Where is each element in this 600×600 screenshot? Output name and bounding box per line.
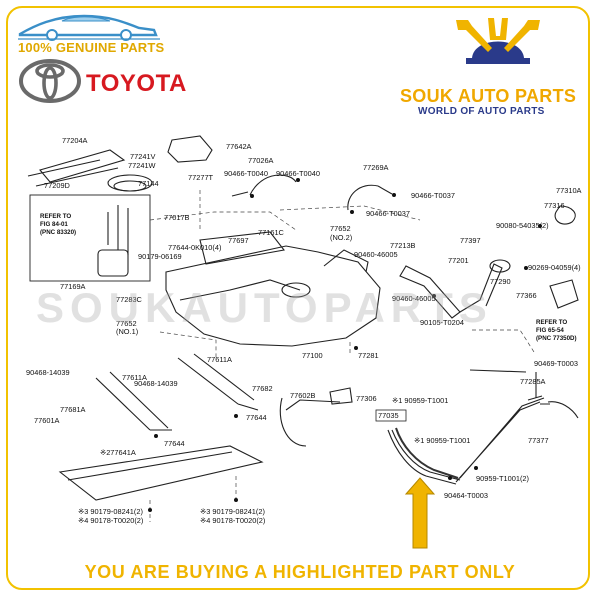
part-label: 77017B <box>164 213 190 222</box>
part-label: 77652 <box>330 224 351 233</box>
part-label: 77681A <box>60 405 86 414</box>
toyota-wordmark: TOYOTA <box>86 70 187 97</box>
part-label: 77397 <box>460 236 481 245</box>
toyota-emblem-icon <box>19 59 81 103</box>
part-label: ※4 90178-T0020(2) <box>200 516 265 525</box>
part-label: 90460-46005 <box>354 250 398 259</box>
part-label: 77201 <box>448 256 469 265</box>
part-label: 77652 <box>116 319 137 328</box>
part-label: 90468-14039 <box>134 379 178 388</box>
part-label: 90468-14039 <box>26 368 70 377</box>
part-label: 90466-T0037 <box>366 209 410 218</box>
part-label: 90466-T0037 <box>411 191 455 200</box>
part-label: 90469-T0003 <box>534 359 578 368</box>
part-label: 77310A <box>556 186 582 195</box>
part-label: 77213B <box>390 241 416 250</box>
part-label: 77601A <box>34 416 60 425</box>
part-label: 77285A <box>520 377 546 386</box>
part-label: 77204A <box>62 136 88 145</box>
part-label: 90080-54035(2) <box>496 221 549 230</box>
watermark-text: SOUKAUTOPARTS <box>36 284 493 331</box>
part-label: 77682 <box>252 384 273 393</box>
fastener-dots <box>148 178 542 512</box>
part-label: 90466-T0040 <box>224 169 268 178</box>
part-label: 77602B <box>290 391 316 400</box>
part-label: 90466-T0040 <box>276 169 320 178</box>
part-label: 77269A <box>363 163 389 172</box>
part-labels: 77204A 77241V 77241W 77209D 77144 77017B… <box>26 136 582 525</box>
part-label: 77281 <box>358 351 379 360</box>
ref-note: FIG 84-01 <box>40 221 68 228</box>
ref-note: FIG 65-54 <box>536 327 564 334</box>
part-label: 77290 <box>490 277 511 286</box>
part-label: ※3 90179-08241(2) <box>78 507 143 516</box>
part-label: 77644 <box>164 439 185 448</box>
part-label: 77144 <box>138 179 159 188</box>
part-label: ※4 90178-T0020(2) <box>78 516 143 525</box>
part-label: 90959-T1001(2) <box>476 474 529 483</box>
part-label: 90464-T0003 <box>444 491 488 500</box>
part-label: 90269-04059(4) <box>528 263 581 272</box>
part-label: 90179-06169 <box>138 252 182 261</box>
part-label: 77241V <box>130 152 156 161</box>
part-label: 90105-T0204 <box>420 318 464 327</box>
genuine-parts-text: 100% GENUINE PARTS <box>18 40 165 55</box>
part-label: 77611A <box>122 373 147 382</box>
part-label-highlighted: 77035 <box>378 411 399 420</box>
part-label: 77306 <box>356 394 377 403</box>
part-label: 77697 <box>228 236 249 245</box>
part-label: 77169A <box>60 282 86 291</box>
part-label: 77026A <box>248 156 274 165</box>
part-label: 77209D <box>44 181 70 190</box>
part-label: ※277641A <box>100 448 136 457</box>
part-label: 77377 <box>528 436 549 445</box>
souk-tagline: WORLD OF AUTO PARTS <box>418 106 545 117</box>
part-label: (NO.1) <box>116 327 138 336</box>
part-label: 77241W <box>128 161 156 170</box>
fuel-tube-highlighted <box>395 427 459 479</box>
car-silhouette-logo <box>18 14 160 41</box>
part-label: ※3 90179-08241(2) <box>200 507 265 516</box>
part-label: ※1 90959-T1001 <box>392 396 448 405</box>
footer-notice: YOU ARE BUYING A HIGHLIGHTED PART ONLY <box>84 562 516 582</box>
souk-auto-parts-text: SOUK AUTO PARTS <box>400 86 577 106</box>
ref-note: REFER TO <box>40 213 71 220</box>
part-label: 77366 <box>516 291 537 300</box>
wrench-logo-icon <box>456 18 540 64</box>
part-label: 77100 <box>302 351 323 360</box>
reference-notes: REFER TO FIG 84-01 (PNC 83320) REFER TO … <box>40 213 577 342</box>
part-label: 77644-0K010(4) <box>168 243 221 252</box>
ref-note: (PNC 83320) <box>40 229 76 236</box>
part-label: (NO.2) <box>330 233 352 242</box>
part-label: 77642A <box>226 142 252 151</box>
part-label: ※1 90959-T1001 <box>414 436 470 445</box>
gold-frame <box>6 6 590 590</box>
part-label: 77277T <box>188 173 214 182</box>
part-label: 77283C <box>116 295 143 304</box>
part-label: 77161C <box>258 228 285 237</box>
ref-note: REFER TO <box>536 319 567 326</box>
diagram-linework <box>27 135 579 501</box>
highlight-box <box>375 409 407 422</box>
part-label: 90460-46005 <box>392 294 436 303</box>
part-label: 77316 <box>544 201 565 210</box>
ref-note: (PNC 77350D) <box>536 335 577 342</box>
part-label: 77644 <box>246 413 267 422</box>
part-label: 77611A <box>207 355 232 364</box>
highlight-arrow <box>404 477 436 549</box>
